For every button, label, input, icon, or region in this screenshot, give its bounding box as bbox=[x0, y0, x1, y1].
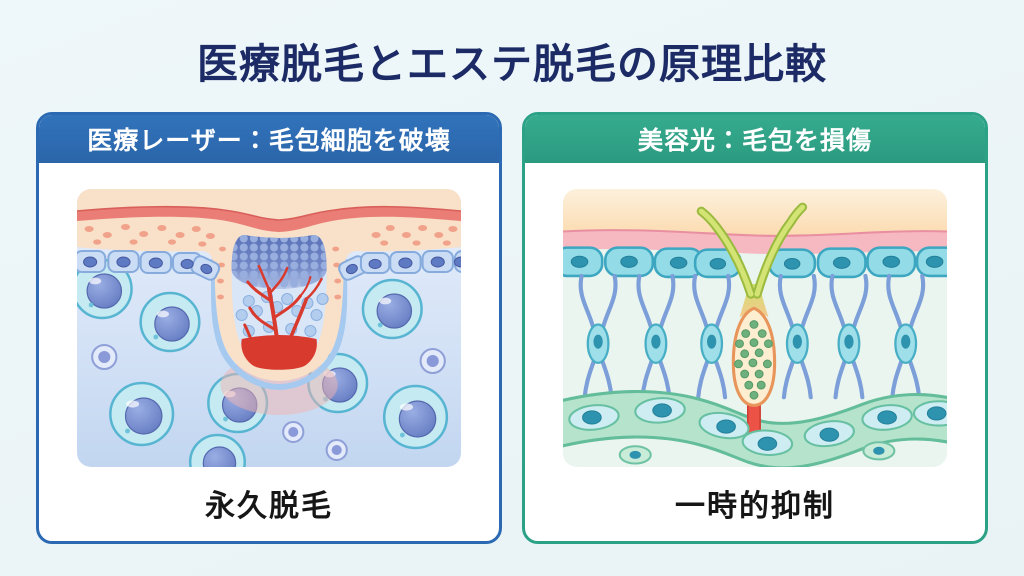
medical-laser-header-label: 医療レーザー：毛包細胞を破壊 bbox=[87, 127, 451, 155]
capsule-cells bbox=[586, 323, 918, 364]
medical-laser-panel: 医療レーザー：毛包細胞を破壊 bbox=[36, 112, 502, 544]
medical-laser-caption: 永久脱毛 bbox=[205, 490, 333, 523]
esthetic-light-illustration-frame bbox=[563, 189, 947, 467]
small-cells bbox=[91, 344, 446, 461]
medical-laser-header: 医療レーザー：毛包細胞を破壊 bbox=[39, 115, 499, 163]
skin-surface-band bbox=[77, 205, 461, 232]
blood-vessels bbox=[243, 264, 323, 351]
medical-laser-illustration-frame bbox=[77, 189, 461, 467]
esthetic-light-caption: 一時的抑制 bbox=[675, 490, 835, 523]
follicle-outline bbox=[210, 258, 348, 391]
blood-pool bbox=[241, 335, 317, 370]
sub-band-cells bbox=[618, 441, 896, 465]
destroyed-follicle bbox=[231, 235, 329, 370]
comparison-panels: 医療レーザー：毛包細胞を破壊 bbox=[36, 112, 988, 544]
basal-cell-row bbox=[77, 250, 461, 281]
esthetic-light-header: 美容光：毛包を損傷 bbox=[525, 115, 985, 163]
hair-shaft bbox=[696, 202, 808, 299]
damaged-cell-dots bbox=[734, 320, 773, 400]
esthetic-light-illustration bbox=[563, 189, 947, 467]
esthetic-light-header-label: 美容光：毛包を損傷 bbox=[637, 127, 872, 155]
medical-laser-illustration bbox=[77, 189, 461, 467]
dermal-band-cells bbox=[568, 397, 947, 465]
esthetic-light-panel: 美容光：毛包を損傷 bbox=[522, 112, 988, 544]
page-title: 医療脱毛とエステ脱毛の原理比較 bbox=[197, 41, 827, 87]
dermal-speckles bbox=[84, 224, 458, 300]
